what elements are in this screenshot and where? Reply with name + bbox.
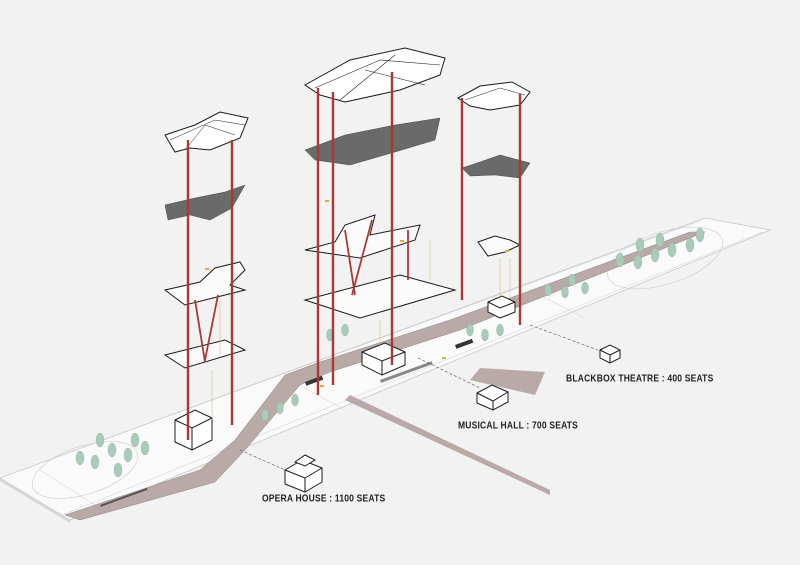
blackbox-theatre-label: BLACKBOX THEATRE : 400 SEATS (566, 372, 714, 384)
opera-house-label: OPERA HOUSE : 1100 SEATS (262, 492, 386, 504)
blackbox-icon (599, 344, 621, 364)
leader-lines (239, 324, 599, 471)
musical-hall-label: MUSICAL HALL : 700 SEATS (458, 419, 579, 431)
hanging-cables (211, 240, 511, 420)
mesh-surfaces (164, 117, 531, 221)
trees (75, 227, 705, 478)
blackbox-building (487, 295, 516, 319)
accent-marks (205, 200, 509, 387)
support-columns (186, 72, 522, 440)
opera-house-icon (284, 454, 323, 493)
opera-house-building (174, 409, 213, 451)
floor-slabs (163, 214, 522, 369)
pedestrian-path (64, 231, 706, 521)
musical-hall-icon (476, 384, 509, 411)
canopy-roofs (164, 47, 531, 153)
musical-hall-building (361, 342, 406, 376)
